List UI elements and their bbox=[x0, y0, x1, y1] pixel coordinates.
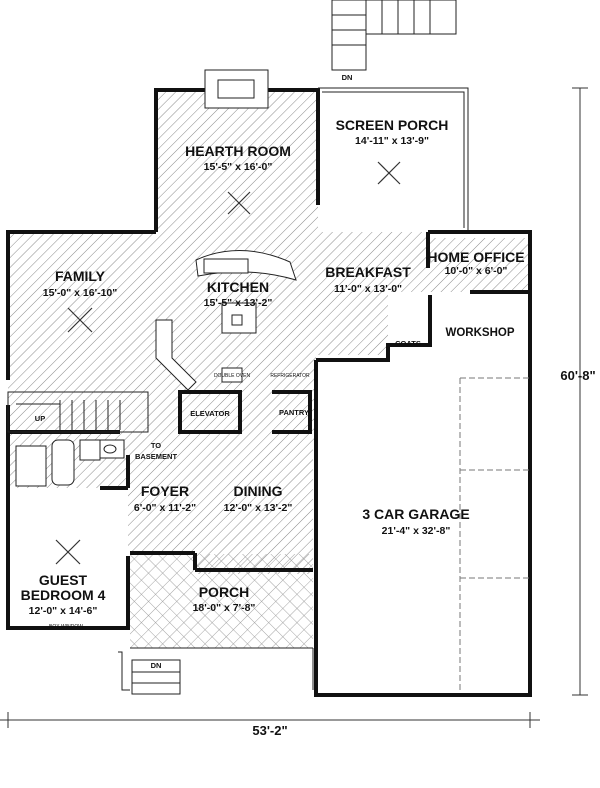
overall-depth: 60'-8" bbox=[560, 368, 595, 383]
room-dims-kitchen: 15'-5" x 13'-2" bbox=[204, 297, 273, 309]
to-basement-label-1: TO bbox=[151, 441, 161, 450]
coats-label: COATS bbox=[395, 339, 421, 348]
room-name-hearth-room: HEARTH ROOM bbox=[185, 143, 291, 159]
room-name-dining: DINING bbox=[234, 483, 283, 499]
room-name-breakfast: BREAKFAST bbox=[325, 264, 411, 280]
stairs-down-label-top: DN bbox=[342, 73, 353, 82]
overall-width: 53'-2" bbox=[252, 723, 287, 738]
dimension-lines bbox=[0, 87, 588, 728]
box-window-label: BOX WINDOW bbox=[49, 624, 83, 630]
hatched-floor-areas bbox=[8, 90, 530, 648]
room-name-porch: PORCH bbox=[199, 584, 250, 600]
room-dims-foyer: 6'-0" x 11'-2" bbox=[134, 502, 196, 514]
fireplace bbox=[204, 69, 269, 109]
overall-dimensions: 53'-2" 60'-8" bbox=[252, 368, 595, 738]
to-basement-label-2: BASEMENT bbox=[135, 452, 178, 461]
room-name-family: FAMILY bbox=[55, 268, 106, 284]
bathroom-fixtures bbox=[15, 439, 125, 487]
room-name-guest-bedroom-line1: GUEST bbox=[39, 572, 88, 588]
double-oven-label: DOUBLE OVEN bbox=[214, 373, 251, 379]
room-name-workshop: WORKSHOP bbox=[446, 327, 515, 339]
room-name-foyer: FOYER bbox=[141, 483, 189, 499]
pantry-label: PANTRY bbox=[279, 408, 309, 417]
ceiling-fans bbox=[55, 161, 401, 565]
room-dims-guest-bedroom: 12'-0" x 14'-6" bbox=[29, 605, 98, 617]
room-dims-home-office: 10'-0" x 6'-0" bbox=[445, 265, 508, 277]
stairs bbox=[7, 0, 457, 695]
room-dims-dining: 12'-0" x 13'-2" bbox=[224, 502, 293, 514]
elevator-label: ELEVATOR bbox=[190, 409, 230, 418]
room-dims-family: 15'-0" x 16'-10" bbox=[43, 287, 118, 299]
stairs-down-label-bottom: DN bbox=[151, 661, 162, 670]
room-name-guest-bedroom-line2: BEDROOM 4 bbox=[21, 587, 106, 603]
room-dims-screen-porch: 14'-11" x 13'-9" bbox=[355, 135, 429, 147]
kitchen-island bbox=[155, 250, 297, 391]
room-name-kitchen: KITCHEN bbox=[207, 279, 269, 295]
room-dims-garage: 21'-4" x 32'-8" bbox=[382, 525, 451, 537]
annotation-labels: ELEVATOR PANTRY COATS UP TO BASEMENT DN … bbox=[35, 73, 421, 670]
garage-doors bbox=[459, 377, 530, 690]
room-dims-hearth-room: 15'-5" x 16'-0" bbox=[204, 161, 273, 173]
room-labels: HEARTH ROOM 15'-5" x 16'-0" SCREEN PORCH… bbox=[21, 117, 525, 617]
room-name-garage: 3 CAR GARAGE bbox=[362, 506, 469, 522]
room-dims-porch: 18'-0" x 7'-8" bbox=[193, 602, 256, 614]
stairs-up-label: UP bbox=[35, 414, 45, 423]
room-name-home-office: HOME OFFICE bbox=[427, 249, 524, 265]
room-dims-breakfast: 11'-0" x 13'-0" bbox=[334, 283, 402, 295]
refrigerator-label: REFRIGERATOR bbox=[270, 373, 310, 379]
room-name-screen-porch: SCREEN PORCH bbox=[336, 117, 449, 133]
